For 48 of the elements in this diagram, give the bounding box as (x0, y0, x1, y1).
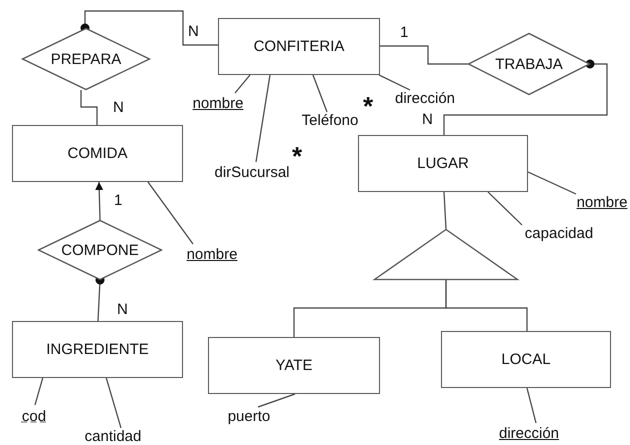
note-mark: * (292, 143, 302, 169)
relationship-line (380, 45, 468, 65)
relationship-diamond: PREPARA (22, 28, 150, 90)
entity-box: LUGAR (358, 135, 528, 192)
cardinality-label: N (188, 24, 199, 39)
connector-line (255, 74, 271, 162)
connector-line (378, 74, 410, 91)
entity-box: YATE (208, 337, 380, 394)
cardinality-label: N (113, 100, 124, 115)
attribute-text: dirección (494, 423, 564, 443)
entity-box: INGREDIENTE (12, 321, 183, 378)
cardinality-label: N (422, 112, 433, 127)
connector-line (526, 388, 537, 424)
connector-line (148, 182, 194, 244)
relationship-diamond: COMPONE (38, 220, 162, 280)
entity-box: CONFITERIA (218, 18, 380, 75)
connector-line (105, 376, 122, 428)
connector-line (312, 74, 328, 112)
connector-line (443, 192, 447, 230)
relationship-line (96, 276, 104, 322)
attribute-text: dirSucursal (210, 162, 294, 182)
relationship-line (80, 10, 218, 46)
relationship-diamond: TRABAJA (468, 33, 590, 95)
attribute-text: nombre (190, 93, 246, 113)
attribute-text: cantidad (80, 427, 146, 445)
connector-line (234, 74, 250, 94)
attribute-text: nombre (183, 244, 241, 264)
relationship-line (443, 60, 608, 135)
connector-line (488, 192, 522, 226)
attribute-text: cod (17, 405, 51, 427)
entity-box: COMIDA (12, 125, 183, 182)
specialization-triangle (374, 229, 518, 280)
note-mark: * (363, 93, 374, 119)
relationship-line (80, 90, 98, 125)
cardinality-label: N (117, 302, 128, 317)
connector-line (34, 376, 44, 406)
connector-line (528, 171, 576, 195)
relationship-line (95, 182, 104, 220)
attribute-text: dirección (390, 88, 460, 108)
attribute-text: Teléfono (297, 110, 363, 130)
connector-line (258, 393, 296, 408)
attribute-text: capacidad (520, 223, 598, 243)
attribute-text: puerto (224, 406, 274, 426)
entity-box: LOCAL (441, 331, 611, 388)
connector-line (445, 280, 528, 331)
cardinality-label: 1 (114, 193, 122, 208)
cardinality-label: 1 (400, 25, 408, 40)
attribute-text: nombre (574, 192, 630, 212)
